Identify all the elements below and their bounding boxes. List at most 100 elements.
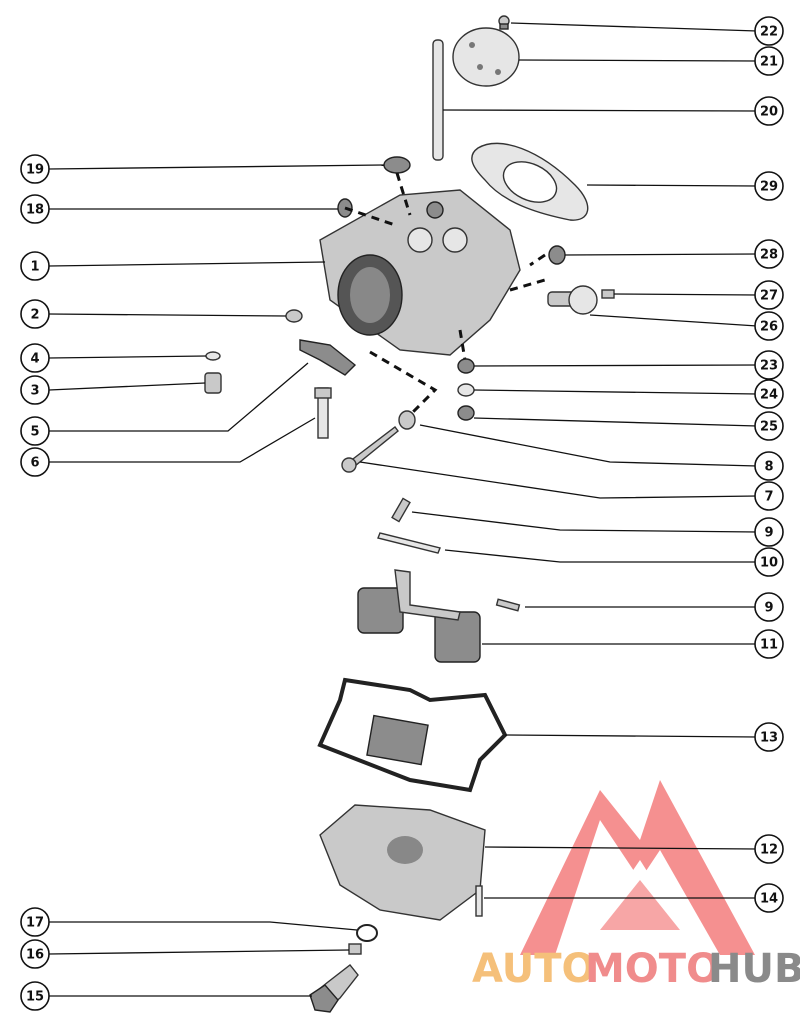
spring-8 xyxy=(398,410,416,430)
callout-28: 28 xyxy=(754,239,784,269)
callout-circle xyxy=(20,375,50,405)
callout-circle xyxy=(20,154,50,184)
watermark-moto: MOTO xyxy=(585,946,720,992)
callout-number: 3 xyxy=(30,384,39,399)
callout-circle xyxy=(20,251,50,281)
callout-26: 26 xyxy=(754,311,784,341)
callout-circle xyxy=(754,629,784,659)
callout-circle xyxy=(20,981,50,1011)
callout-circle xyxy=(754,311,784,341)
callout-circle xyxy=(20,416,50,446)
callout-7: 7 xyxy=(754,481,784,511)
callout-5: 5 xyxy=(20,416,50,446)
callout-circle xyxy=(20,299,50,329)
callout-number: 27 xyxy=(760,289,778,304)
callout-21: 21 xyxy=(754,46,784,76)
callout-circle xyxy=(754,481,784,511)
plug-19 xyxy=(383,156,411,174)
callout-25: 25 xyxy=(754,411,784,441)
callout-circle xyxy=(20,447,50,477)
callout-number: 24 xyxy=(760,388,778,403)
callout-9: 9 xyxy=(754,517,784,547)
watermark-auto: AUTO xyxy=(472,946,596,992)
callout-number: 16 xyxy=(26,948,44,963)
callout-4: 4 xyxy=(20,343,50,373)
callout-15: 15 xyxy=(20,981,50,1011)
carburetor-body-1 xyxy=(319,189,521,356)
callout-12: 12 xyxy=(754,834,784,864)
callout-10: 10 xyxy=(754,547,784,577)
throttle-shaft-20 xyxy=(432,39,444,161)
clip-10 xyxy=(377,532,441,554)
screw-27 xyxy=(601,289,615,299)
jet-14 xyxy=(475,885,483,917)
callout-number: 19 xyxy=(26,163,44,178)
callout-number: 22 xyxy=(760,25,778,40)
callout-number: 26 xyxy=(760,320,778,335)
callout-circle xyxy=(754,46,784,76)
callout-number: 20 xyxy=(760,105,778,120)
callout-16: 16 xyxy=(20,939,50,969)
callout-number: 8 xyxy=(764,460,773,475)
callout-22: 22 xyxy=(754,16,784,46)
float-bowl-12 xyxy=(319,804,486,921)
callout-1: 1 xyxy=(20,251,50,281)
callout-circle xyxy=(754,834,784,864)
callout-number: 13 xyxy=(760,731,778,746)
callout-circle xyxy=(754,592,784,622)
callout-3: 3 xyxy=(20,375,50,405)
spring-23 xyxy=(457,358,475,374)
callout-2: 2 xyxy=(20,299,50,329)
gasket-13 xyxy=(317,677,508,793)
pin-9-upper xyxy=(391,497,411,523)
callout-number: 10 xyxy=(760,556,778,571)
callout-number: 23 xyxy=(760,359,778,374)
float-11 xyxy=(357,569,481,663)
callout-number: 9 xyxy=(764,601,773,616)
callout-19: 19 xyxy=(20,154,50,184)
callout-number: 11 xyxy=(760,638,778,653)
callout-18: 18 xyxy=(20,194,50,224)
callout-11: 11 xyxy=(754,629,784,659)
callout-circle xyxy=(754,883,784,913)
callout-number: 4 xyxy=(30,352,39,367)
callout-24: 24 xyxy=(754,379,784,409)
washer-4 xyxy=(205,351,221,361)
callout-number: 7 xyxy=(764,490,773,505)
callout-circle xyxy=(754,379,784,409)
callout-circle xyxy=(754,239,784,269)
callout-circle xyxy=(754,517,784,547)
callout-circle xyxy=(754,547,784,577)
watermark-hub: HUB xyxy=(708,946,800,992)
leader-lines xyxy=(48,22,758,997)
callout-29: 29 xyxy=(754,171,784,201)
callout-23: 23 xyxy=(754,350,784,380)
callout-circle xyxy=(20,194,50,224)
callout-circle xyxy=(20,907,50,937)
drain-plug-15 xyxy=(309,964,359,1013)
callout-20: 20 xyxy=(754,96,784,126)
callout-number: 12 xyxy=(760,843,778,858)
watermark-logo xyxy=(520,780,755,955)
callout-circle xyxy=(20,939,50,969)
callout-circle xyxy=(754,451,784,481)
callout-number: 2 xyxy=(30,308,39,323)
screw-2 xyxy=(285,309,303,323)
callout-number: 18 xyxy=(26,203,44,218)
callout-number: 1 xyxy=(30,260,39,275)
bracket-5 xyxy=(299,339,357,376)
callout-number: 25 xyxy=(760,420,778,435)
pin-9-lower xyxy=(495,598,521,612)
callout-circle xyxy=(754,280,784,310)
fitting-16 xyxy=(348,943,362,955)
washer-24 xyxy=(457,383,475,397)
callout-number: 29 xyxy=(760,180,778,195)
fitting-3 xyxy=(204,372,222,394)
callout-13: 13 xyxy=(754,722,784,752)
callout-8: 8 xyxy=(754,451,784,481)
needle-seat-6 xyxy=(314,387,332,439)
cover-plate-21 xyxy=(452,27,520,87)
callout-14: 14 xyxy=(754,883,784,913)
